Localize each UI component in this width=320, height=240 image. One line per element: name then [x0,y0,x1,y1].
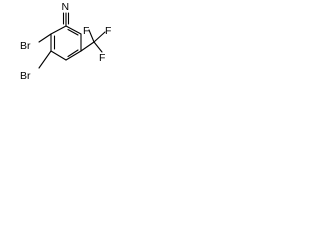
cf3-bond [80,41,95,52]
ring-bond [65,25,82,35]
fluorine-bond [93,41,103,53]
fluorine-label-top-left: F [83,25,89,37]
bromine-label-bottom: Br [20,70,31,82]
bromine-bond-top [38,33,52,43]
ring-double-bond [67,49,79,58]
ring-bond [65,50,82,61]
ring-double-bond [67,28,79,36]
fluorine-bond [93,31,106,43]
ring-bond [50,50,67,61]
ring-bond [50,25,67,35]
bromine-label-top: Br [20,40,31,52]
fluorine-label-bottom: F [99,52,105,64]
chemical-structure: N Br Br F F F [0,0,117,99]
fluorine-bond [88,29,95,43]
nitrile-nitrogen-label: N [62,1,70,13]
bromine-bond-bottom [38,50,52,69]
structure-drawing: N Br Br F F F [20,1,111,82]
fluorine-label-top-right: F [105,25,111,37]
